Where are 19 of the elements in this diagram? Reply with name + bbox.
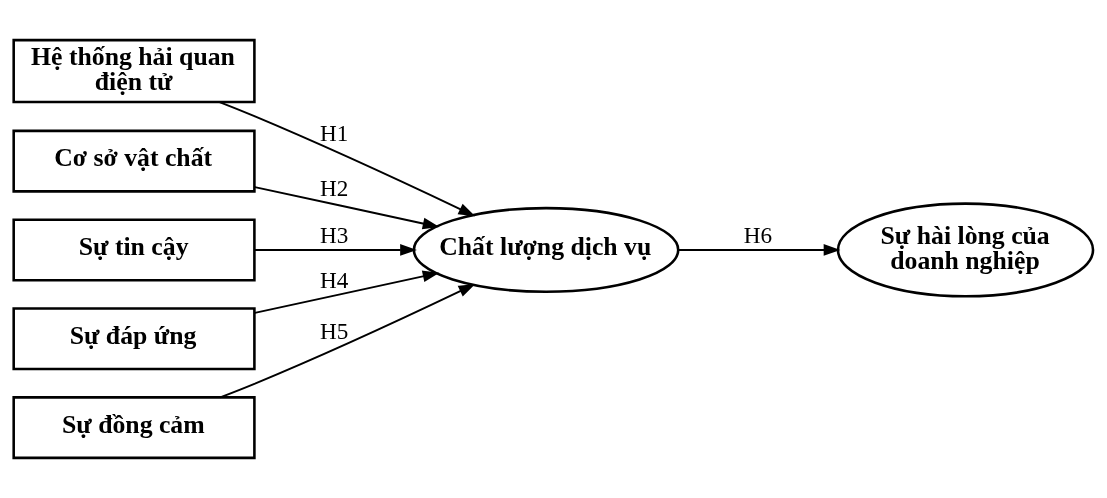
edge-label: H2 [320,175,349,202]
node-box: Hệ thống hải quan điện tử [12,38,256,104]
node-box: Sự đáp ứng [12,307,256,371]
node-ellipse: Sự hài lòng của doanh nghiệp [836,202,1095,298]
edge-label: H3 [320,221,349,248]
node-ellipse: Chất lượng dịch vụ [412,206,680,294]
edge-label: H4 [320,266,349,293]
arrow [218,101,476,217]
edge-label: H1 [320,120,349,147]
arrow [253,270,440,314]
arrow [253,186,440,230]
node-box: Sự tin cậy [12,218,256,282]
arrow [677,244,841,256]
edge-label: H5 [320,318,349,345]
node-box: Cơ sở vật chất [12,129,256,193]
arrow [219,283,476,399]
arrow [253,244,417,256]
node-box: Sự đồng cảm [12,396,256,460]
edge-label: H6 [743,221,773,248]
